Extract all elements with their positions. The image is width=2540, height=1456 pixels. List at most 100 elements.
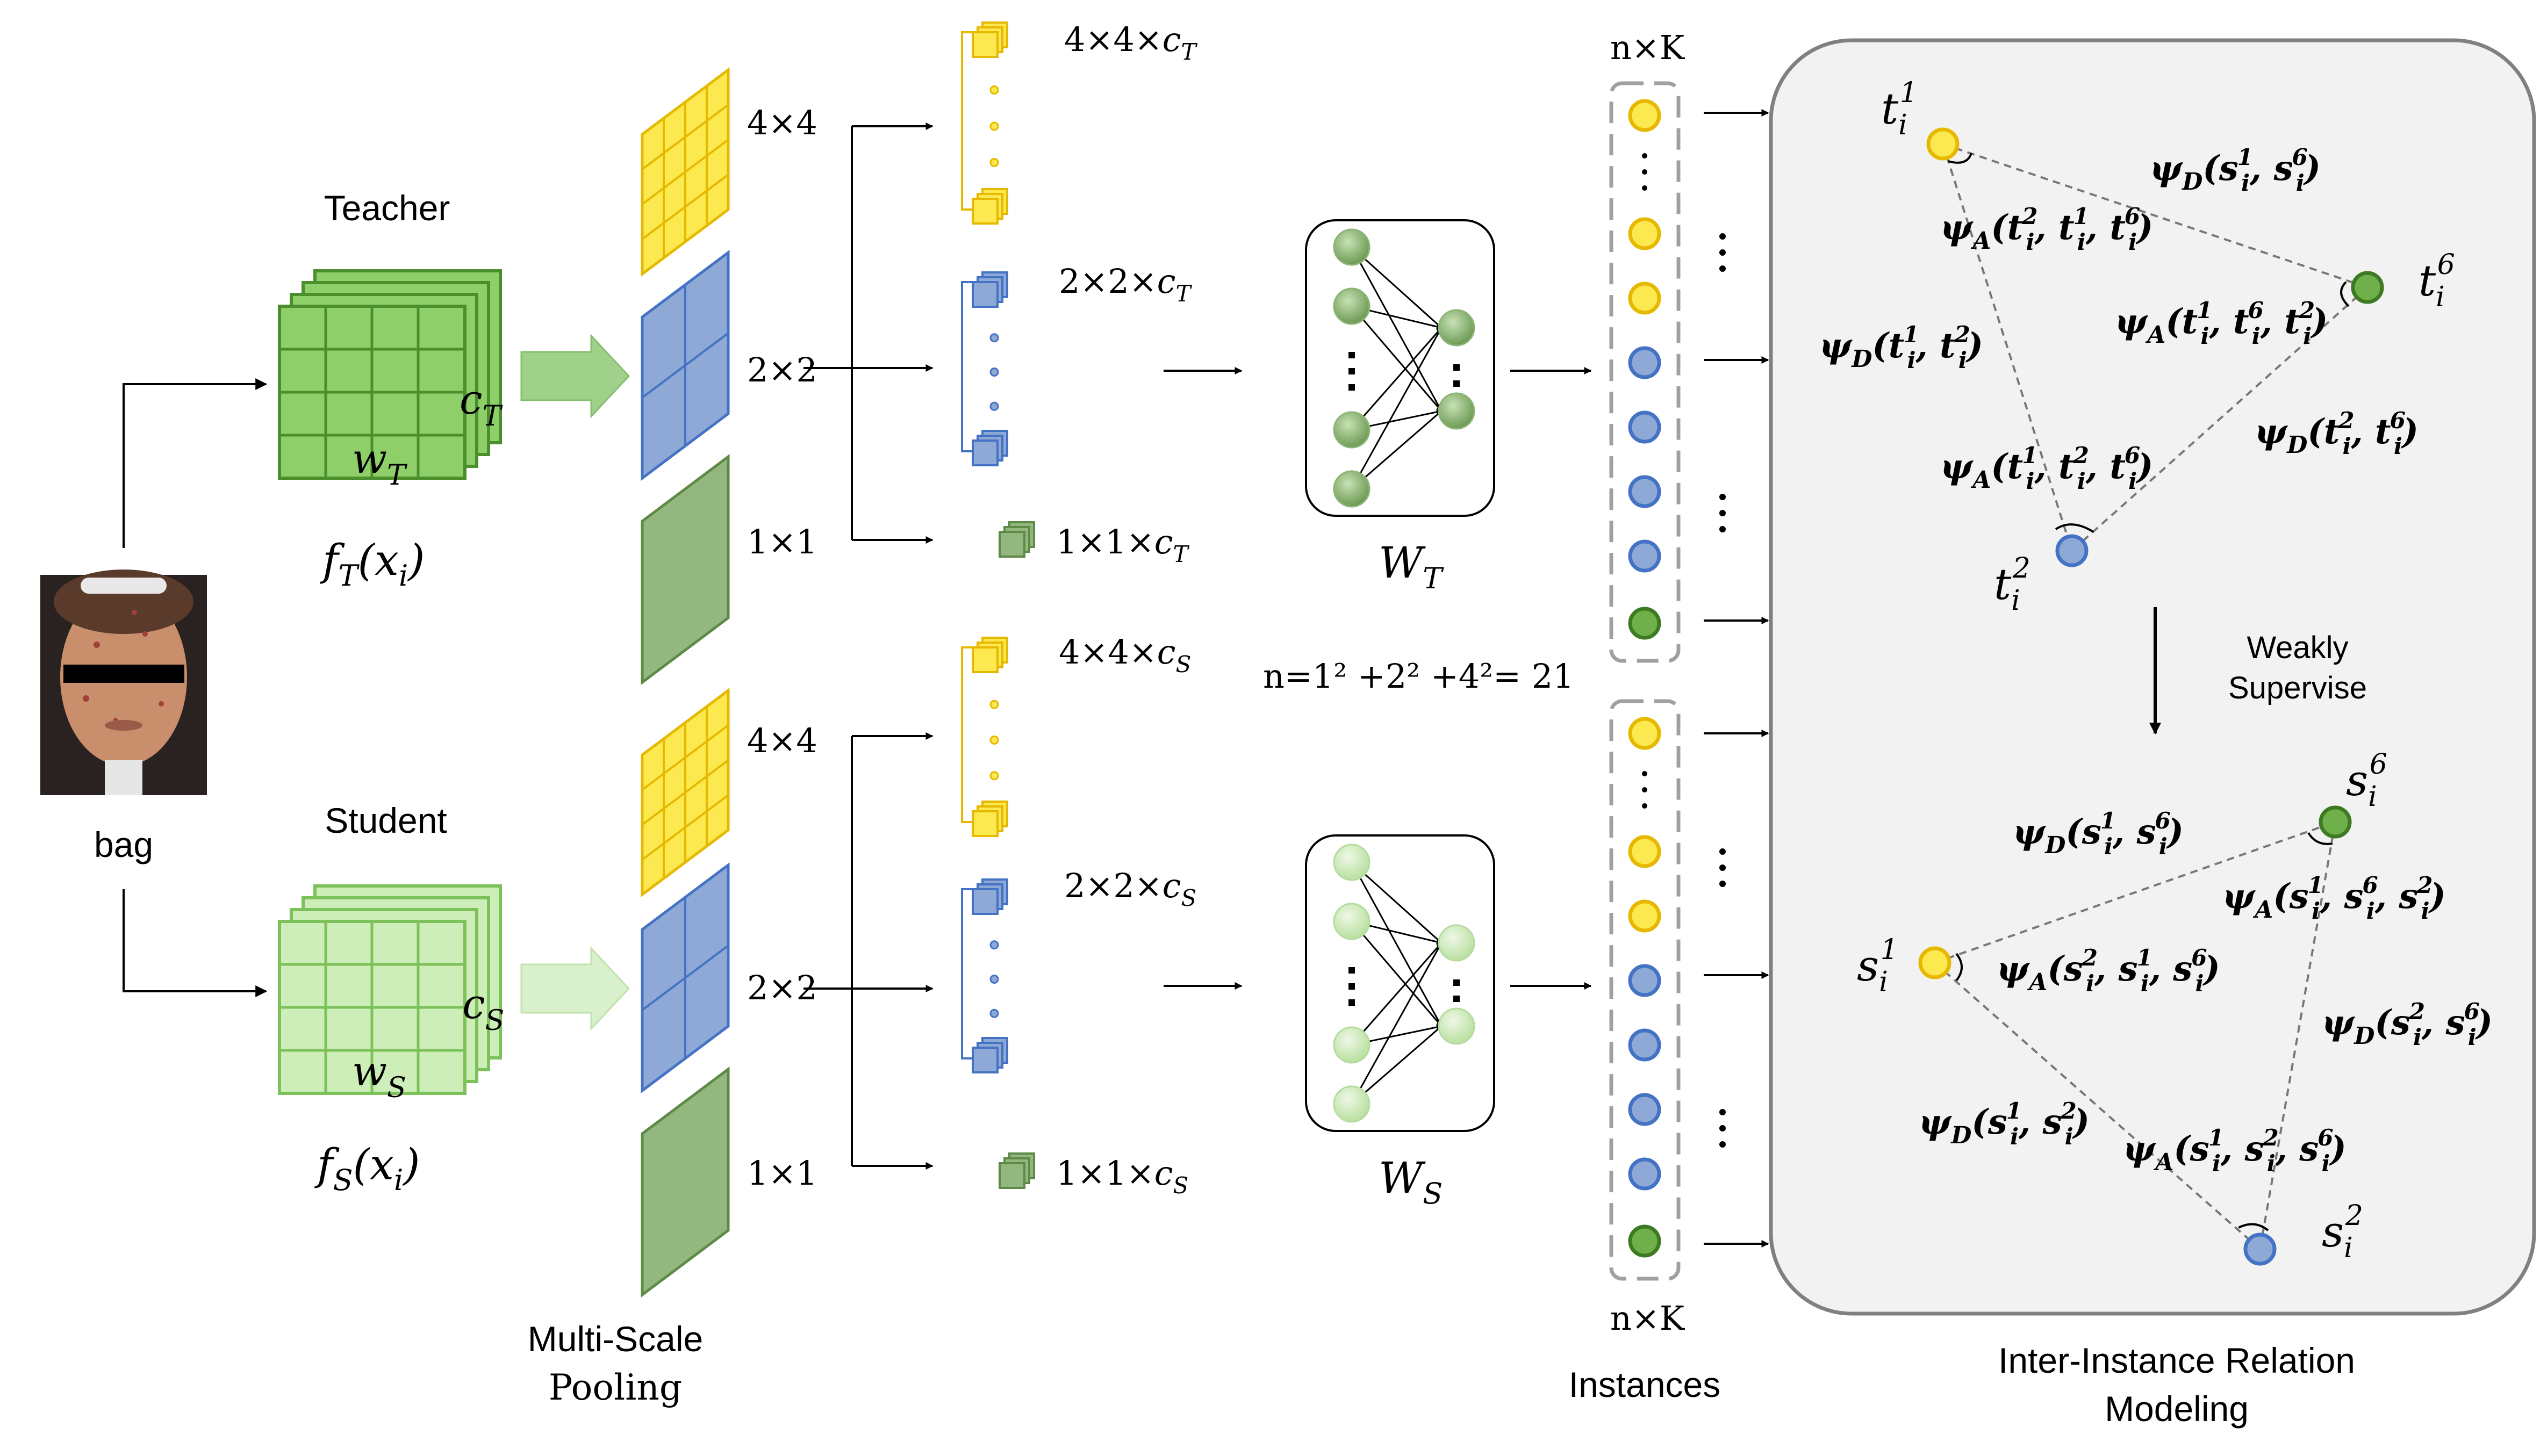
instance-ellipsis [1719, 526, 1726, 532]
student-node-s1 [1918, 946, 1951, 979]
student-box [1609, 699, 1681, 1281]
teacher-width-label: wT [352, 435, 407, 492]
block-arrow-icon [520, 334, 630, 419]
network-ellipsis [1348, 999, 1355, 1006]
teacher-instance [1628, 607, 1661, 640]
supervise-label: Supervise [2228, 671, 2367, 705]
network-edge [1351, 246, 1443, 329]
teacher-weight-label: WT [1379, 538, 1444, 595]
student-function-label: fS(xi) [314, 1140, 420, 1197]
instances-to-panel-arrows [1704, 109, 1769, 1248]
student-4x4-stack-bracket [961, 646, 973, 823]
instance-ellipsis [1719, 249, 1726, 256]
student-instance [1628, 1224, 1661, 1258]
student-node-s6 [2319, 805, 2352, 839]
student-4x4c-label: 4×4×cS [1059, 632, 1191, 677]
teacher-2x2-stack-dot [989, 333, 999, 343]
teacher-2x2-stack-square [972, 281, 999, 308]
network-edge [1351, 862, 1443, 1027]
teacher-node-t6 [2351, 271, 2384, 304]
teacher-instances-column [1609, 81, 1681, 663]
student-nk-label: n×K [1610, 1299, 1685, 1338]
network-output-node [1438, 924, 1475, 962]
network-edge [1351, 327, 1443, 430]
teacher-2x2-label: 2×2 [747, 350, 817, 390]
student-instance [1628, 1093, 1661, 1126]
network-input-node [1333, 1026, 1371, 1064]
student-weight-label: WS [1379, 1153, 1443, 1210]
teacher-nk-label: n×K [1610, 28, 1685, 67]
teacher-instance [1628, 410, 1661, 444]
instance-ellipsis [1719, 494, 1726, 500]
teacher-branch-arrows [803, 122, 934, 544]
teacher-instance [1628, 346, 1661, 379]
n-formula-label: n=1² +2² +4²= 21 [1263, 657, 1574, 696]
network-ellipsis [1453, 996, 1460, 1002]
teacher-4x4-stack-bracket [961, 31, 973, 211]
bag-to-student-arrow [123, 889, 268, 997]
teacher-pool-4x4-line [641, 174, 729, 240]
network-edge [1351, 1025, 1442, 1105]
student-channel-label: cS [462, 980, 504, 1037]
student-instance [1628, 899, 1661, 933]
teacher-channel-label: cT [460, 376, 503, 433]
student-2x2-stack-dot [989, 975, 999, 984]
network-edge [1351, 942, 1443, 1046]
student-pool-4x4-line [641, 759, 729, 826]
instance-ellipsis [1719, 1141, 1726, 1148]
network-ellipsis [1453, 364, 1460, 371]
multi-scale-label: Multi-Scale [528, 1319, 703, 1359]
teacher-label: Teacher [324, 188, 450, 228]
teacher-4x4-stack-dot [989, 158, 999, 167]
network-ellipsis [1348, 352, 1355, 358]
student-ellipsis [1642, 771, 1647, 776]
teacher-4x4-stack-dot [989, 85, 999, 95]
student-instance [1628, 717, 1661, 750]
teacher-pool-1x1 [641, 454, 730, 685]
teacher-node-t1 [1926, 127, 1960, 161]
relation-panel [1769, 38, 2536, 1316]
student-4x4-stack-square [972, 646, 999, 673]
network-ellipsis [1453, 979, 1460, 986]
teacher-t2-label: ti2 [1994, 552, 2030, 617]
teacher-instance [1628, 539, 1661, 573]
instance-ellipsis [1719, 233, 1726, 240]
network-edge [1351, 247, 1443, 412]
teacher-node-t2 [2055, 534, 2089, 567]
student-s2-label: si2 [2322, 1200, 2363, 1264]
teacher-4x4-stack-square [972, 198, 999, 225]
network-input-node [1333, 903, 1371, 940]
student-4x4-label: 4×4 [747, 721, 817, 760]
instance-ellipsis [1719, 848, 1726, 855]
instance-ellipsis [1719, 881, 1726, 887]
network-ellipsis [1348, 967, 1355, 974]
student-2x2-stack-square [972, 1047, 999, 1073]
teacher-1x1c-label: 1×1×cT [1056, 522, 1190, 567]
pooled-feature-stacks [961, 21, 1035, 1189]
network-box [1305, 219, 1495, 517]
student-label: Student [325, 801, 447, 840]
student-2x2-stack-dot [989, 940, 999, 950]
student-2x2-stack-bracket [961, 888, 973, 1059]
teacher-pooling-grids [641, 67, 730, 685]
network-box [1305, 834, 1495, 1132]
network-ellipsis [1453, 380, 1460, 387]
network-ellipsis [1348, 384, 1355, 391]
network-input-node [1333, 411, 1371, 449]
teacher-2x2-stack-dot [989, 367, 999, 377]
teacher-4x4-label: 4×4 [747, 103, 817, 142]
instance-ellipsis [1719, 864, 1726, 871]
student-ellipsis [1642, 787, 1647, 792]
teacher-1x1-stack [999, 531, 1025, 558]
student-relation-triangle [1934, 821, 2336, 1250]
student-4x4-stack-dot [989, 771, 999, 781]
